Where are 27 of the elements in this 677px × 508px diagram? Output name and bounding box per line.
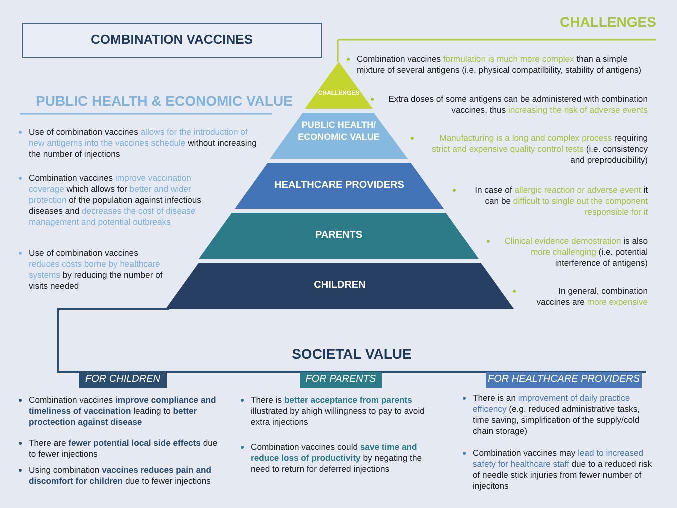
bullet-text: Clinical evidence demostration is also more challenging (i.e. potential interference of antigens) xyxy=(486,236,648,269)
tier-label: CHILDREN xyxy=(313,279,367,292)
bullet-text: In case of allergic reaction or adverse event it can be difficult to single out the component responsible for it xyxy=(452,185,648,218)
section-tab: FOR PARENTS xyxy=(300,372,382,388)
section-heading: PUBLIC HEALTH & ECONOMIC VALUE xyxy=(36,93,293,109)
title-banner: COMBINATION VACCINES xyxy=(22,23,322,58)
section-tab: FOR HEALTHCARE PROVIDERS xyxy=(486,372,642,388)
section-heading: SOCIETAL VALUE xyxy=(291,346,413,362)
section-tab: FOR CHILDREN xyxy=(79,372,167,388)
bullet-text: There are fewer potential local side effects due to fewer injections xyxy=(18,438,218,460)
bullet-text: Use of combination vaccines reduces costs borne by healthcare systems by reducing the number of visits needed xyxy=(18,248,168,292)
bullet-text: In general, combination vaccines are more expensive xyxy=(512,286,648,308)
bullet-text: There is better acceptance from parents illustrated by ahigh willingness to pay to avoid extra injections xyxy=(240,395,430,428)
bullet-text: Using combination vaccines reduces pain and discomfort for children due to fewer injections xyxy=(18,465,218,487)
bullet-text: Extra doses of some antigens can be administered with combination vaccines, thus increasing the risk of adverse events xyxy=(370,94,648,116)
tier-label: PUBLIC HEALTH/ ECONOMIC VALUE xyxy=(297,119,381,143)
bullet-text: Use of combination vaccines allows for the introduction of new antigerns into the vaccines schedule without increasing the number of injections xyxy=(18,127,258,160)
bullet-text: Combination vaccines improve compliance and timeliness of vaccination leading to better proctection against disease xyxy=(18,395,218,428)
bullet-text: Combination vaccines may lead to increased safety for healthcare staff due to a reduced risk of needle stick injuries from fewer number of injecitons xyxy=(462,448,652,492)
tier-label: PARENTS xyxy=(314,229,364,242)
tier-label: HEALTHCARE PROVIDERS xyxy=(274,179,406,192)
section-heading: CHALLENGES xyxy=(560,14,656,30)
bullet-text: Combination vaccines improve vaccination coverage which allows for better and wider protection of the population against infectious diseases and decreases the cost of disease management and potential outbreaks xyxy=(18,173,218,228)
bullet-text: Combination vaccines formulation is much more complex than a simple mixture of several antigens (i.e. physical compatilbility, stability of antigens) xyxy=(346,54,646,76)
bullet-text: Manufacturing is a long and complex process requiring strict and expensive quality control tests (i.e. consistency and preproducibility) xyxy=(410,133,648,166)
bullet-text: There is an improvement of daily practice efficency (e.g. reduced administrative tasks, time saving, simplification of the supply/cold chain storage) xyxy=(462,393,652,437)
bullet-text: Combination vaccines could save time and reduce loss of productivity by negating the need to return for deferred injections xyxy=(240,442,430,475)
